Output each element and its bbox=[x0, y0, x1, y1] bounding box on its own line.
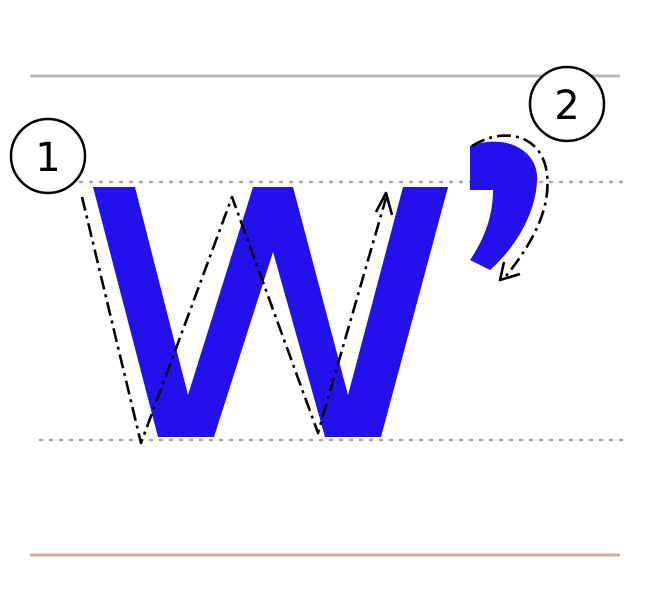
letter-w-glyph bbox=[93, 187, 448, 437]
stroke-1-path bbox=[80, 195, 388, 445]
stroke-1-badge: 1 bbox=[9, 117, 87, 195]
stroke-1-label: 1 bbox=[35, 135, 60, 181]
apostrophe-glyph bbox=[470, 141, 538, 270]
stroke-2-badge: 2 bbox=[528, 65, 606, 143]
stroke-2-arrowhead bbox=[498, 261, 521, 282]
stroke-2-path bbox=[471, 134, 549, 277]
stroke-1-arrowhead bbox=[374, 191, 394, 216]
stroke-2-label: 2 bbox=[554, 83, 579, 129]
